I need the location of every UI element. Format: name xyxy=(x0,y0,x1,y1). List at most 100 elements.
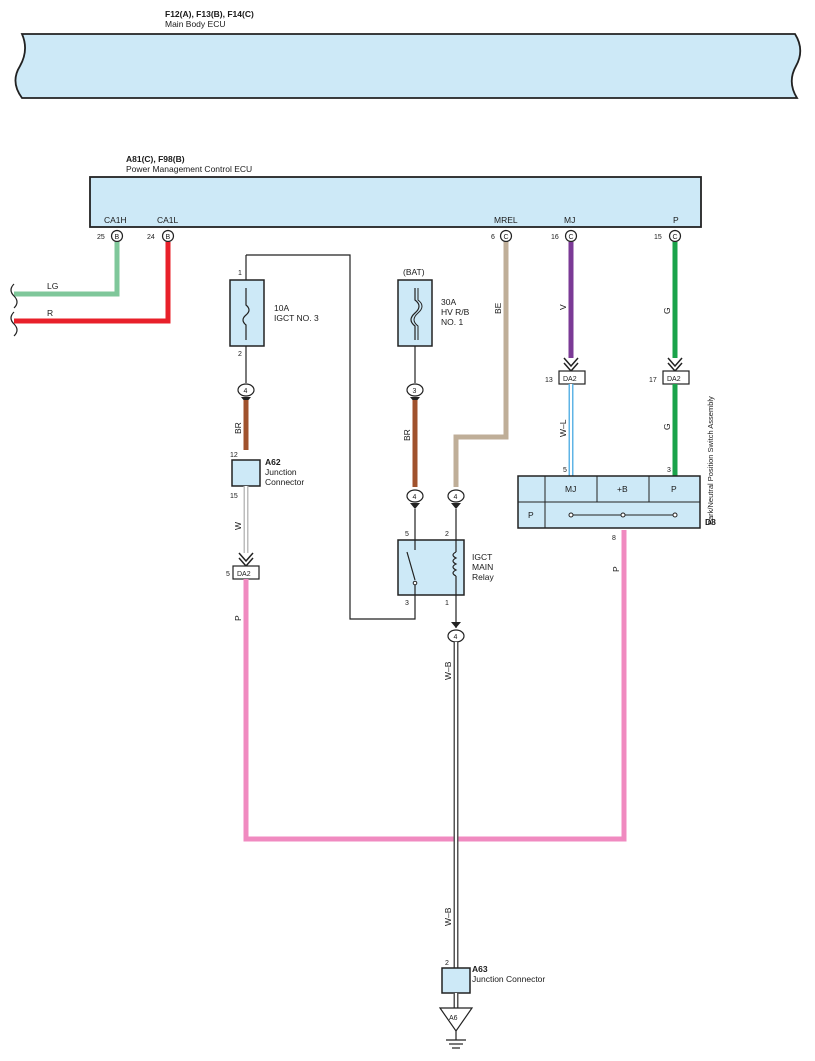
pm-ecu-box xyxy=(89,176,702,228)
d8-contact-icon xyxy=(568,512,574,518)
wire-break-mark xyxy=(10,311,18,337)
wire-r xyxy=(14,242,171,324)
fuse-icon xyxy=(413,288,423,340)
da2-mj-pin: 13 xyxy=(545,377,553,384)
main-body-ecu-name: Main Body ECU xyxy=(165,19,225,29)
conn-c: C xyxy=(504,234,509,241)
a63-id: A63 xyxy=(472,964,488,974)
ground-point-icon xyxy=(438,1007,474,1033)
main-body-ecu: F12(A), F13(B), F14(C) Main Body ECU xyxy=(14,9,802,99)
fuse1-name: IGCT NO. 3 xyxy=(274,313,319,323)
d8-contact-icon xyxy=(620,512,626,518)
relay-pin2: 2 xyxy=(445,531,449,538)
terminal-ca1l-label: CA1L xyxy=(157,215,179,225)
p-branch: G 17 DA2 G 3 xyxy=(649,242,690,476)
terminal-mrel-label: MREL xyxy=(494,215,518,225)
connector-arrow-icon xyxy=(238,552,254,568)
fuse-icon xyxy=(242,288,250,340)
connector-3-oval xyxy=(406,383,424,397)
wire-be xyxy=(453,242,509,487)
d8-name: Park/Neutral Position Switch Assembly xyxy=(706,396,715,525)
relay-switch-icon xyxy=(406,551,416,581)
main-body-ecu-connectors: F12(A), F13(B), F14(C) xyxy=(165,9,254,19)
connector-4: 4 xyxy=(413,494,417,501)
pin-15: 15 xyxy=(654,234,662,241)
conn-c-circle xyxy=(499,229,513,243)
conn-c-circle xyxy=(564,229,578,243)
wire-label-v: V xyxy=(558,304,568,310)
wire-label-r: R xyxy=(47,308,53,318)
a62-id: A62 xyxy=(265,457,281,467)
ground-id: A6 xyxy=(449,1015,458,1022)
wire-label-br: BR xyxy=(402,429,412,441)
wire-label-wl: W–L xyxy=(558,419,568,437)
relay-box xyxy=(397,539,465,596)
a62-line1: Junction xyxy=(265,467,297,477)
relay-line3: Relay xyxy=(472,572,494,582)
fuse1-pin-out: 2 xyxy=(238,351,242,358)
relay-contact-icon xyxy=(412,580,418,586)
wire-label-p: P xyxy=(611,566,621,572)
relay-pin1: 1 xyxy=(445,600,449,607)
d8-id: D8 xyxy=(705,517,716,527)
d8-row-p: P xyxy=(528,510,534,520)
can-wires: LG R xyxy=(10,242,171,337)
conn-b: B xyxy=(166,234,171,241)
a62-line2: Connector xyxy=(265,477,304,487)
wire-label-wb: W–B xyxy=(443,661,453,680)
a63-box xyxy=(441,967,471,994)
wire-break-mark xyxy=(10,283,18,309)
pin-16: 16 xyxy=(551,234,559,241)
wire-label-br: BR xyxy=(233,422,243,434)
da2-left: DA2 xyxy=(237,571,251,578)
connector-arrow-icon xyxy=(451,503,461,509)
da2-left-pin: 5 xyxy=(226,571,230,578)
ground-branch: 4 W–B W–B 2 A63 Junction Connector A6 xyxy=(438,595,545,1049)
wire-black xyxy=(246,254,416,620)
a63-pin: 2 xyxy=(445,960,449,967)
pin-6: 6 xyxy=(491,234,495,241)
wire-label-w: W xyxy=(233,522,243,530)
d8-contact-icon xyxy=(672,512,678,518)
connector-arrow-icon xyxy=(667,357,683,373)
main-body-ecu-box xyxy=(14,33,802,99)
da2-p: DA2 xyxy=(667,376,681,383)
fuse1-pin-in: 1 xyxy=(238,270,242,277)
d8-col-b: +B xyxy=(617,484,628,494)
wire-label-wb: W–B xyxy=(443,907,453,926)
connector-4: 4 xyxy=(454,634,458,641)
terminal-mj-label: MJ xyxy=(564,215,575,225)
a62-pin-out: 15 xyxy=(230,493,238,500)
fuse2-source: (BAT) xyxy=(403,267,425,277)
wire-label-g: G xyxy=(662,423,672,430)
connector-arrow-icon xyxy=(451,622,461,628)
fuse-icon xyxy=(410,288,420,340)
a62-box xyxy=(231,459,261,487)
d8-col-p: P xyxy=(671,484,677,494)
d8-col-mj: MJ xyxy=(565,484,576,494)
d8-pin8: 8 xyxy=(612,535,616,542)
da2-mj: DA2 xyxy=(563,376,577,383)
a63-name: Junction Connector xyxy=(472,974,545,984)
terminal-ca1h-label: CA1H xyxy=(104,215,127,225)
pin-25: 25 xyxy=(97,234,105,241)
a62-pin-in: 12 xyxy=(230,452,238,459)
relay-coil-icon xyxy=(452,551,458,577)
d8-switch-assembly: MJ +B P P D8 Park/Neutral Position Switc… xyxy=(517,396,716,572)
connector-4-oval xyxy=(447,489,465,503)
wire-label-p: P xyxy=(233,615,243,621)
wire-p xyxy=(243,530,627,842)
fuse-10a-box xyxy=(229,279,265,347)
terminal-p-label: P xyxy=(673,215,679,225)
igct-fuse-branch: 1 10A IGCT NO. 3 2 4 BR 12 A62 Junction … xyxy=(226,254,416,621)
fuse1-rating: 10A xyxy=(274,303,289,313)
fuse2-name-line2: NO. 1 xyxy=(441,317,463,327)
fuse2-rating: 30A xyxy=(441,297,456,307)
mj-branch: V 13 DA2 W–L 5 xyxy=(545,242,586,476)
connector-4-oval xyxy=(237,383,255,397)
conn-c: C xyxy=(569,234,574,241)
relay-line2: MAIN xyxy=(472,562,493,572)
power-management-ecu: A81(C), F98(B) Power Management Control … xyxy=(89,154,702,243)
conn-b: B xyxy=(115,234,120,241)
igct-main-relay: 5 2 3 1 IGCT MAIN Relay xyxy=(397,531,494,607)
